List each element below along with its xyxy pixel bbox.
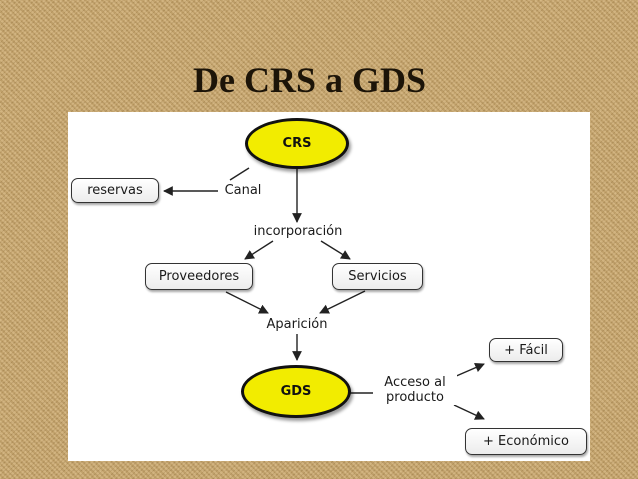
concept-map: CRS reservas Canal incorporación Proveed… <box>68 112 590 461</box>
arrow-proveedores-aparicion <box>225 291 269 314</box>
aparicion-label: Aparición <box>254 317 340 332</box>
acceso-label-line2: producto <box>386 390 444 405</box>
proveedores-node: Proveedores <box>145 263 253 290</box>
slide-title: De CRS a GDS <box>193 60 427 100</box>
acceso-label: Acceso al producto <box>373 375 457 405</box>
incorporacion-label: incorporación <box>242 224 354 239</box>
reservas-node: reservas <box>71 178 159 203</box>
arrow-acceso-facil <box>453 363 485 378</box>
canal-label: Canal <box>221 183 265 198</box>
economico-node: + Económico <box>465 428 587 455</box>
gds-node: GDS <box>241 365 351 418</box>
servicios-node: Servicios <box>332 263 423 290</box>
arrow-incorporacion-proveedores <box>244 240 274 260</box>
crs-node: CRS <box>245 118 349 169</box>
acceso-label-line1: Acceso al <box>384 375 446 390</box>
connector-lines <box>163 167 485 420</box>
arrow-servicios-aparicion <box>319 290 366 314</box>
arrow-acceso-economico <box>453 404 485 420</box>
arrow-incorporacion-servicios <box>320 240 351 260</box>
connector-crs-canal <box>229 167 250 181</box>
facil-node: + Fácil <box>489 338 563 362</box>
